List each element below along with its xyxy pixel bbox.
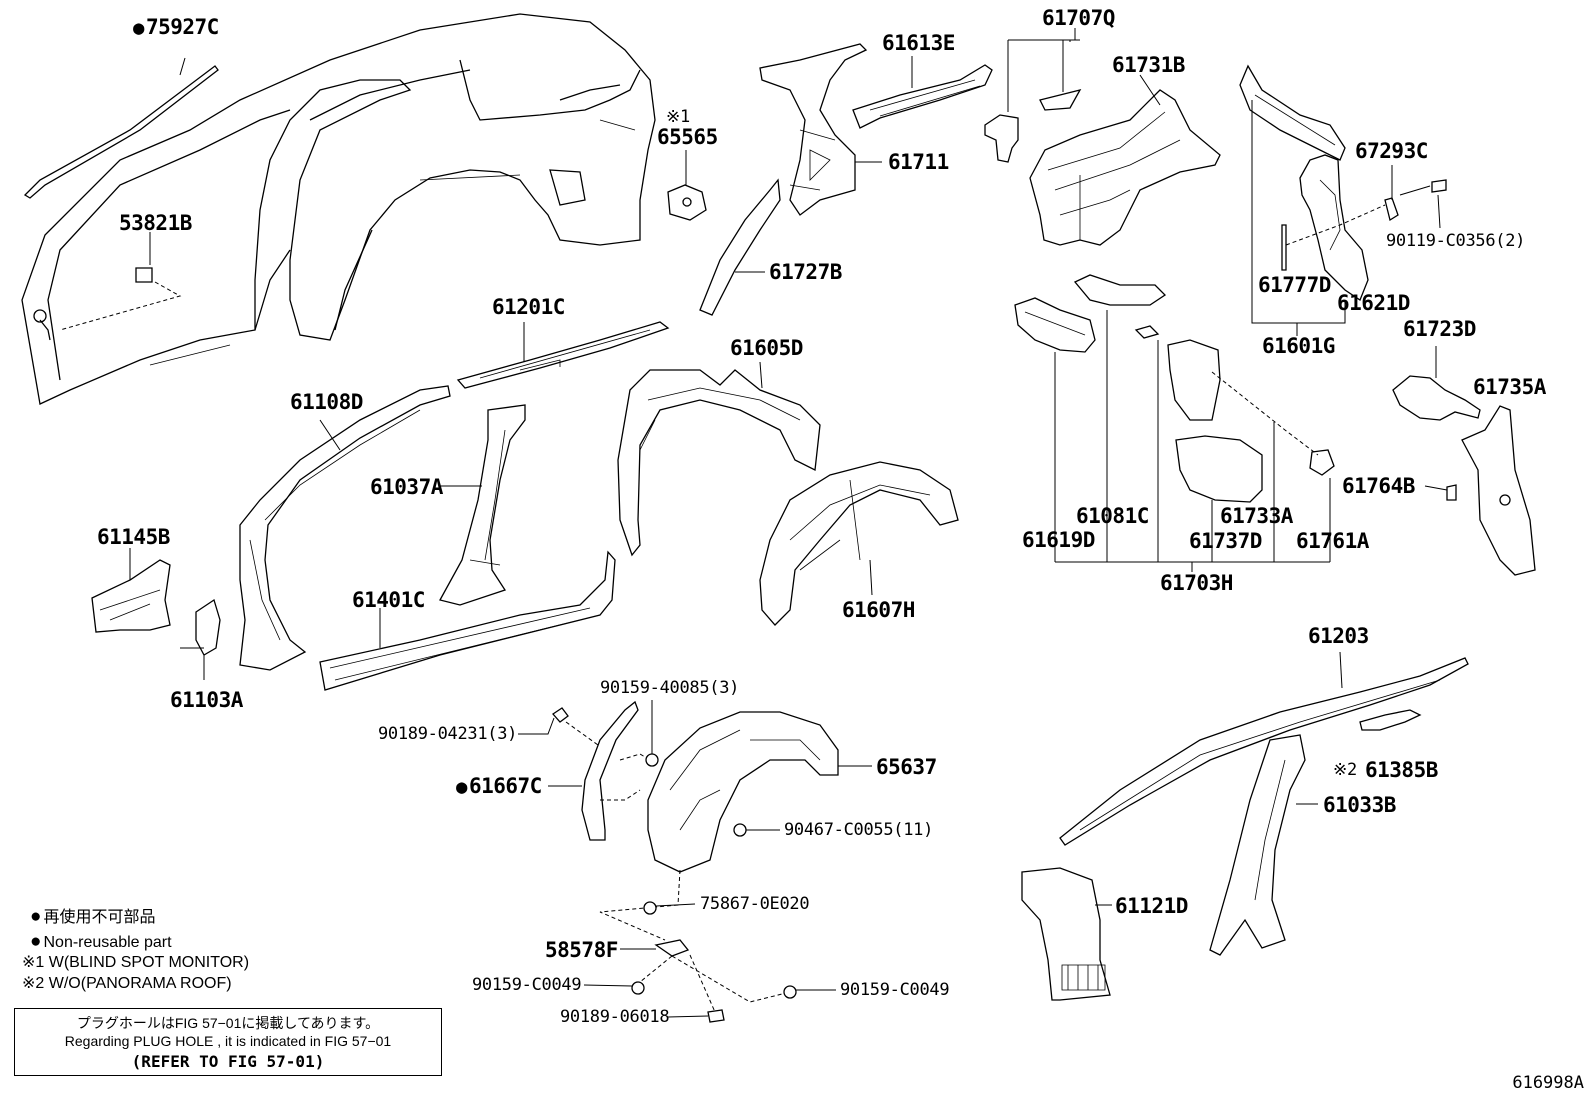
- label-61037a: 61037A: [370, 475, 443, 499]
- label-61777d: 61777D: [1258, 273, 1331, 297]
- label-90467-c0055: 90467-C0055(11): [784, 820, 934, 840]
- label-75867-0e020: 75867-0E020: [700, 894, 810, 914]
- label-61703h: 61703H: [1160, 571, 1233, 595]
- label-61735a: 61735A: [1473, 375, 1546, 399]
- label-67293c: 67293C: [1355, 139, 1428, 163]
- label-65565-mark: ※1: [666, 107, 690, 127]
- label-61033b: 61033B: [1323, 793, 1396, 817]
- label-61607h: 61607H: [842, 598, 915, 622]
- label-90189-06018: 90189-06018: [560, 1007, 670, 1027]
- label-75927c: 75927C: [133, 17, 219, 38]
- label-90189-04231: 90189-04231(3): [378, 724, 518, 744]
- label-61723d: 61723D: [1403, 317, 1476, 341]
- label-61601g: 61601G: [1262, 334, 1335, 358]
- label-61385b-mark: ※2: [1333, 760, 1357, 780]
- label-61761a: 61761A: [1296, 529, 1369, 553]
- note-jp: プラグホールはFIG 57−01に掲載してあります。: [76, 1015, 380, 1031]
- plug-hole-note: プラグホールはFIG 57−01に掲載してあります。 Regarding PLU…: [14, 1008, 442, 1076]
- side-outer-panel-drawing: [21, 13, 656, 405]
- label-61103a: 61103A: [170, 688, 243, 712]
- roof-molding-drawing: [23, 65, 219, 199]
- label-61733a: 61733A: [1220, 504, 1293, 528]
- legend-note1: ※1 W(BLIND SPOT MONITOR): [22, 954, 250, 971]
- label-61145b: 61145B: [97, 525, 170, 549]
- label-90159-c0049-left: 90159-C0049: [472, 975, 582, 995]
- label-53821b: 53821B: [119, 211, 192, 235]
- label-61667c: 61667C: [456, 776, 542, 797]
- label-61764b: 61764B: [1342, 474, 1415, 498]
- label-61108d: 61108D: [290, 390, 363, 414]
- figure-id: 616998A: [1512, 1073, 1584, 1093]
- label-61203: 61203: [1308, 624, 1369, 648]
- legend-jp-nonreusable: 再使用不可部品: [30, 907, 155, 926]
- label-61731b: 61731B: [1112, 53, 1185, 77]
- label-61605d: 61605D: [730, 336, 803, 360]
- label-61385b: 61385B: [1365, 758, 1438, 782]
- label-90159-c0049-right: 90159-C0049: [840, 980, 950, 1000]
- label-61707q: 61707Q: [1042, 6, 1115, 30]
- label-61737d: 61737D: [1189, 529, 1262, 553]
- legend-en-nonreusable: Non-reusable part: [30, 932, 171, 951]
- label-58578f: 58578F: [545, 938, 618, 962]
- label-61081c: 61081C: [1076, 504, 1149, 528]
- legend-note2: ※2 W/O(PANORAMA ROOF): [22, 975, 232, 992]
- label-65565: 65565: [657, 125, 718, 149]
- label-61613e: 61613E: [882, 31, 955, 55]
- note-en: Regarding PLUG HOLE , it is indicated in…: [64, 1033, 392, 1049]
- label-61727b: 61727B: [769, 260, 842, 284]
- label-90159-40085: 90159-40085(3): [600, 678, 740, 698]
- label-90119-c0356: 90119-C0356(2): [1386, 231, 1526, 251]
- label-61619d: 61619D: [1022, 528, 1095, 552]
- label-61621d: 61621D: [1337, 291, 1410, 315]
- label-61401c: 61401C: [352, 588, 425, 612]
- label-61121d: 61121D: [1115, 894, 1188, 918]
- note-refer: (REFER TO FIG 57-01): [131, 1052, 325, 1071]
- label-65637: 65637: [876, 755, 937, 779]
- label-61711: 61711: [888, 150, 949, 174]
- label-61201c: 61201C: [492, 295, 565, 319]
